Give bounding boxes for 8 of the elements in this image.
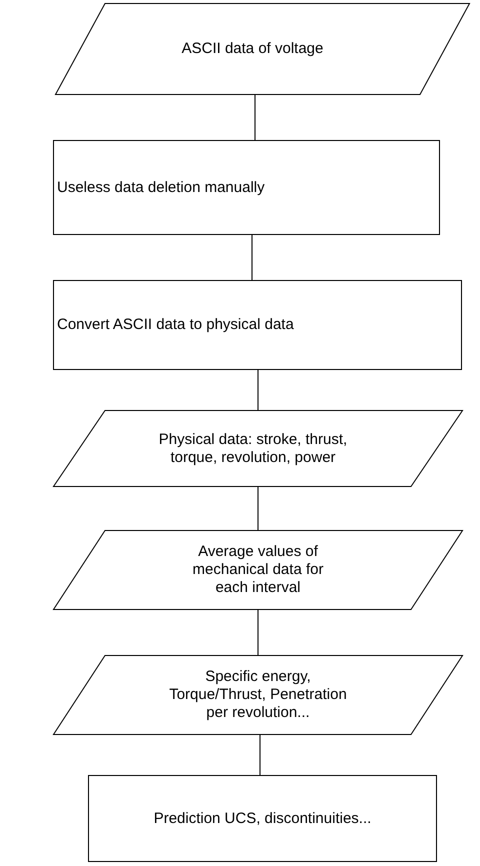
node-label: Convert ASCII data to physical data (57, 316, 294, 334)
node-label: ASCII data of voltage (182, 40, 324, 58)
connector-line (254, 94, 256, 140)
node-label: Specific energy, Torque/Thrust, Penetration per revolution... (168, 668, 348, 722)
node-label: Average values of mechanical data for each interval (192, 543, 324, 597)
node-label: Useless data deletion manually (57, 178, 265, 196)
node-label: Physical data: stroke, thrust, torque, revolution, power (158, 430, 348, 466)
node-label: Prediction UCS, discontinuities... (154, 810, 372, 828)
